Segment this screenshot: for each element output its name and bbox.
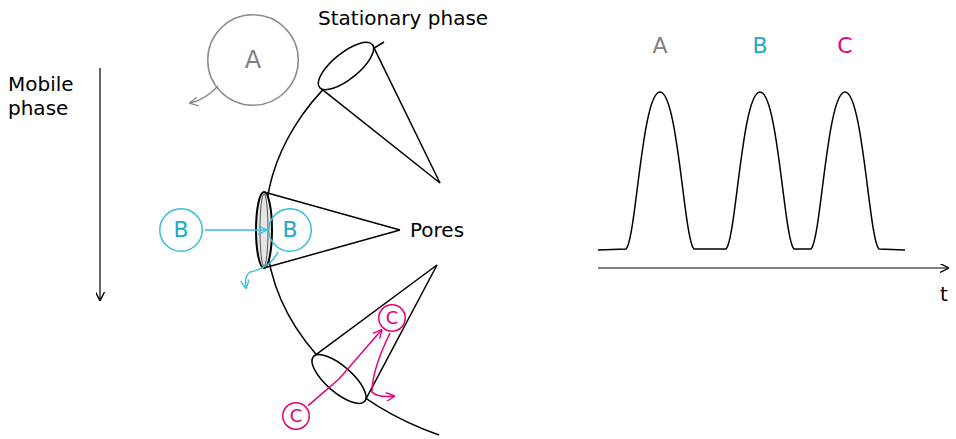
molecule-letter: A bbox=[245, 48, 261, 72]
molecule-circle: C bbox=[282, 402, 310, 430]
movement-arrow bbox=[308, 330, 381, 406]
peak-label: B bbox=[752, 33, 767, 59]
molecule-circle: B bbox=[268, 208, 312, 252]
exit-arrow bbox=[246, 252, 279, 288]
molecule-letter: B bbox=[173, 219, 188, 241]
pore-cone bbox=[305, 265, 437, 411]
peak-label: A bbox=[652, 33, 667, 59]
molecule-circle: C bbox=[378, 304, 406, 332]
flow-arrow bbox=[99, 68, 100, 300]
molecule-letter: C bbox=[290, 407, 303, 425]
chromatogram-trace bbox=[598, 92, 905, 250]
time-axis bbox=[598, 267, 948, 268]
movement-arrow bbox=[205, 229, 266, 231]
molecule-letter: C bbox=[386, 309, 399, 327]
exit-arrow bbox=[190, 86, 218, 103]
pore-cone bbox=[311, 35, 440, 183]
molecule-circle: A bbox=[207, 14, 299, 106]
axis-label: t bbox=[940, 282, 948, 306]
peak-label: C bbox=[837, 33, 852, 59]
molecule-circle: B bbox=[159, 208, 203, 252]
exit-arrow bbox=[372, 333, 394, 397]
phase-label: Stationary phase bbox=[318, 6, 488, 30]
pore-label: Pores bbox=[410, 218, 464, 242]
pore-cone bbox=[256, 192, 400, 268]
phase-label: Mobile phase bbox=[8, 72, 88, 120]
molecule-letter: B bbox=[282, 219, 297, 241]
